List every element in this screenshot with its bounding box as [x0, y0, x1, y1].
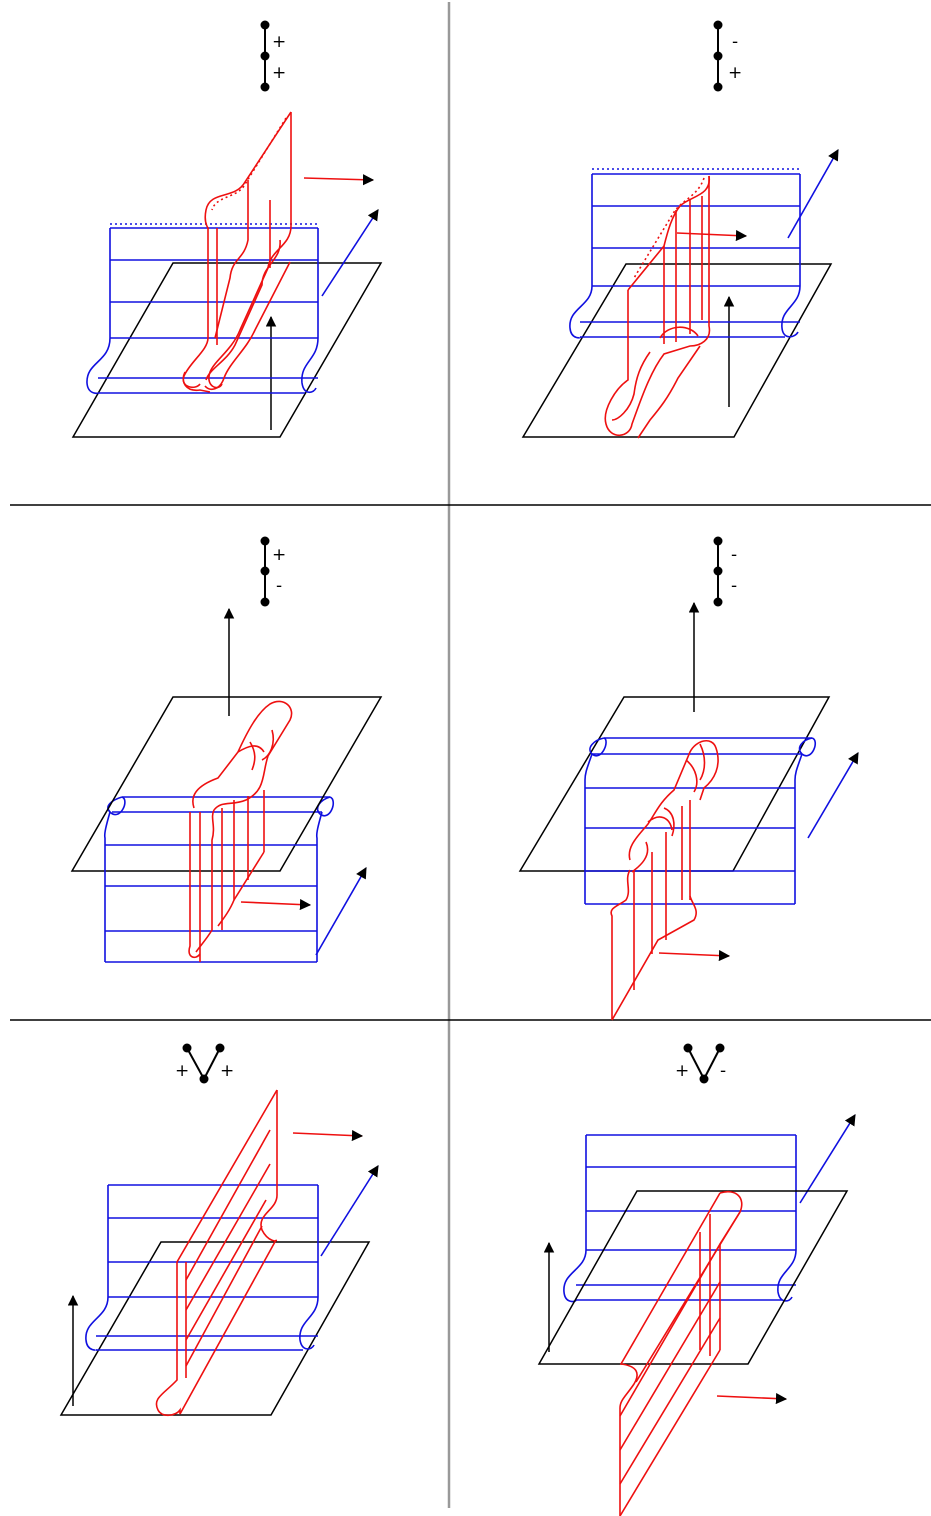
red-arrow	[303, 174, 375, 186]
red-arrow	[240, 898, 312, 911]
blue-surface	[103, 811, 367, 963]
blue-surface	[86, 209, 379, 395]
panel-middle-right: - -	[518, 536, 859, 1021]
sign-label-lower: +	[272, 63, 286, 83]
sign-label-left: +	[675, 1061, 689, 1081]
vertex-graph-icon: + -	[260, 536, 286, 607]
red-surface	[604, 175, 711, 439]
red-arrow	[658, 949, 731, 962]
sign-label-lower: -	[276, 576, 282, 596]
vertex-graph-icon: - +	[713, 20, 742, 92]
red-surface	[619, 1191, 743, 1516]
horizontal-plane	[537, 1190, 849, 1365]
horizontal-plane	[70, 696, 383, 872]
blue-surface	[584, 737, 859, 905]
blue-surface-back	[107, 796, 335, 817]
panel-bottom-right: + -	[537, 1043, 856, 1516]
sign-label-upper: +	[272, 545, 286, 565]
panel-bottom-left: + +	[59, 1043, 379, 1417]
sign-label-right: +	[220, 1061, 234, 1081]
red-surface	[182, 111, 292, 393]
red-arrow	[676, 229, 748, 242]
sign-label-upper: +	[272, 32, 286, 52]
red-surface	[155, 1089, 278, 1417]
sign-label-right: -	[720, 1061, 726, 1081]
red-surface	[610, 740, 719, 1021]
red-arrow	[716, 1392, 788, 1405]
sign-label-left: +	[175, 1061, 189, 1081]
blue-surface	[563, 1114, 856, 1303]
panel-top-left: + +	[71, 20, 383, 438]
red-arrow	[292, 1129, 364, 1142]
panel-top-right: - +	[521, 20, 839, 439]
panel-middle-left: + -	[70, 536, 383, 963]
horizontal-plane	[59, 1241, 371, 1416]
vertex-graph-icon: + +	[175, 1043, 234, 1084]
red-surface	[188, 700, 293, 962]
horizontal-plane	[71, 262, 383, 438]
vertex-graph-icon: + +	[260, 20, 286, 92]
sign-label-lower: -	[731, 576, 737, 596]
sign-label-upper: -	[732, 32, 738, 52]
horizontal-plane	[518, 696, 831, 872]
horizontal-plane	[521, 263, 833, 438]
blue-surface	[569, 149, 839, 339]
vertex-graph-icon: + -	[675, 1043, 726, 1084]
blue-surface	[85, 1165, 379, 1351]
vertex-graph-icon: - -	[713, 536, 737, 607]
sign-label-upper: -	[731, 545, 737, 565]
sign-label-lower: +	[728, 63, 742, 83]
